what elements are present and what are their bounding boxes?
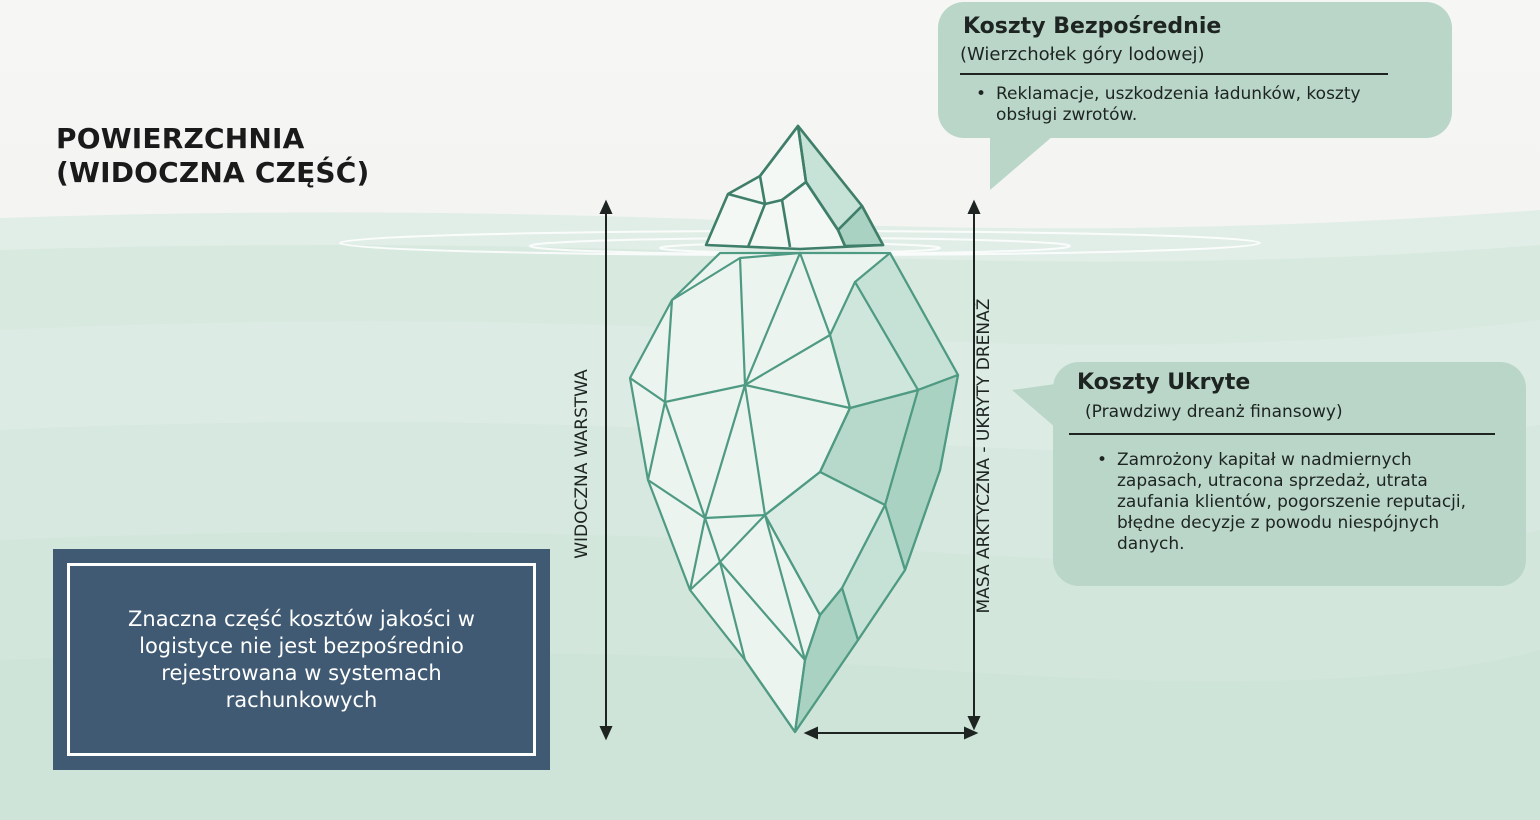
direct-costs-bubble-tail xyxy=(990,130,1060,190)
direct-costs-item: Reklamacje, uszkodzenia ładunków, koszty… xyxy=(976,84,1366,126)
surface-title-line2: (WIDOCZNA CZĘŚĆ) xyxy=(56,156,370,189)
surface-title: POWIERZCHNIA (WIDOCZNA CZĘŚĆ) xyxy=(56,122,370,190)
direct-costs-divider xyxy=(960,73,1388,75)
iceberg-underwater xyxy=(628,251,960,734)
iceberg-tip xyxy=(704,124,885,251)
note-frame: Znaczna część kosztów jakości w logistyc… xyxy=(67,563,536,756)
direct-costs-title: Koszty Bezpośrednie xyxy=(963,14,1222,39)
direct-costs-list: Reklamacje, uszkodzenia ładunków, koszty… xyxy=(976,84,1366,126)
hidden-costs-list: Zamrożony kapitał w nadmiernych zapasach… xyxy=(1097,450,1472,555)
hidden-costs-title: Koszty Ukryte xyxy=(1077,370,1251,395)
hidden-costs-divider xyxy=(1069,433,1495,435)
hidden-costs-subtitle: (Prawdziwy dreanż finansowy) xyxy=(1085,402,1343,422)
hidden-costs-item: Zamrożony kapitał w nadmiernych zapasach… xyxy=(1097,450,1472,555)
note-box: Znaczna część kosztów jakości w logistyc… xyxy=(53,549,550,770)
arctic-mass-label: MASA ARKTYCZNA - UKRYTY DRENAŻ xyxy=(974,298,994,614)
direct-costs-subtitle: (Wierzchołek góry lodowej) xyxy=(960,44,1205,65)
note-text: Znaczna część kosztów jakości w logistyc… xyxy=(128,606,475,712)
hidden-costs-bubble: Koszty Ukryte (Prawdziwy dreanż finansow… xyxy=(1053,362,1526,586)
dimension-arrows xyxy=(599,199,981,741)
visible-layer-label: WIDOCZNA WARSTWA xyxy=(572,369,592,559)
direct-costs-bubble: Koszty Bezpośrednie (Wierzchołek góry lo… xyxy=(938,2,1452,138)
surface-title-line1: POWIERZCHNIA xyxy=(56,122,305,155)
